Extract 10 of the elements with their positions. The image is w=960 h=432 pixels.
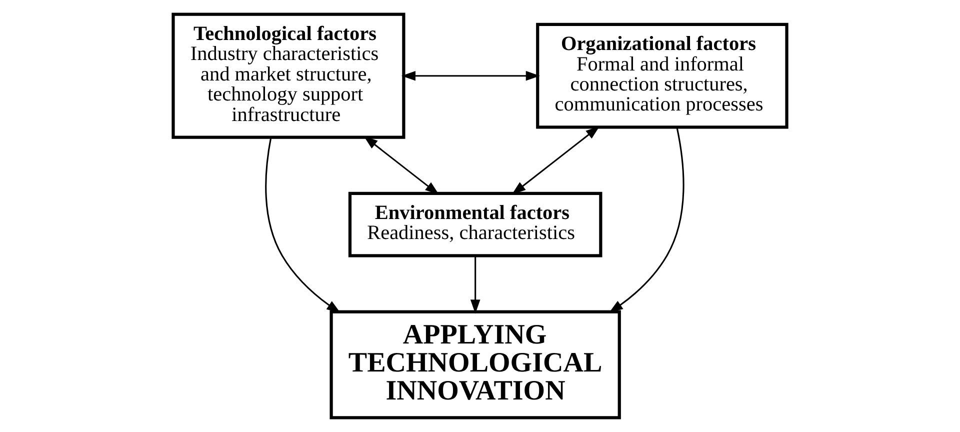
- arrow: [364, 136, 440, 195]
- arrow: [401, 70, 540, 81]
- arrow: [512, 126, 600, 195]
- arrow: [265, 137, 341, 314]
- node-box: APPLYING TECHNOLOGICAL INNOVATION: [330, 310, 621, 420]
- arrow: [470, 256, 480, 314]
- node-box: Technological factors Industry characteristics and market structure, technology support infrastructure: [172, 12, 406, 139]
- node-box: Environmental factors Readiness, characteristics: [348, 192, 602, 258]
- arrow: [608, 127, 684, 313]
- node-box: Organizational factors Formal and informal connection structures, communication processes: [536, 22, 788, 129]
